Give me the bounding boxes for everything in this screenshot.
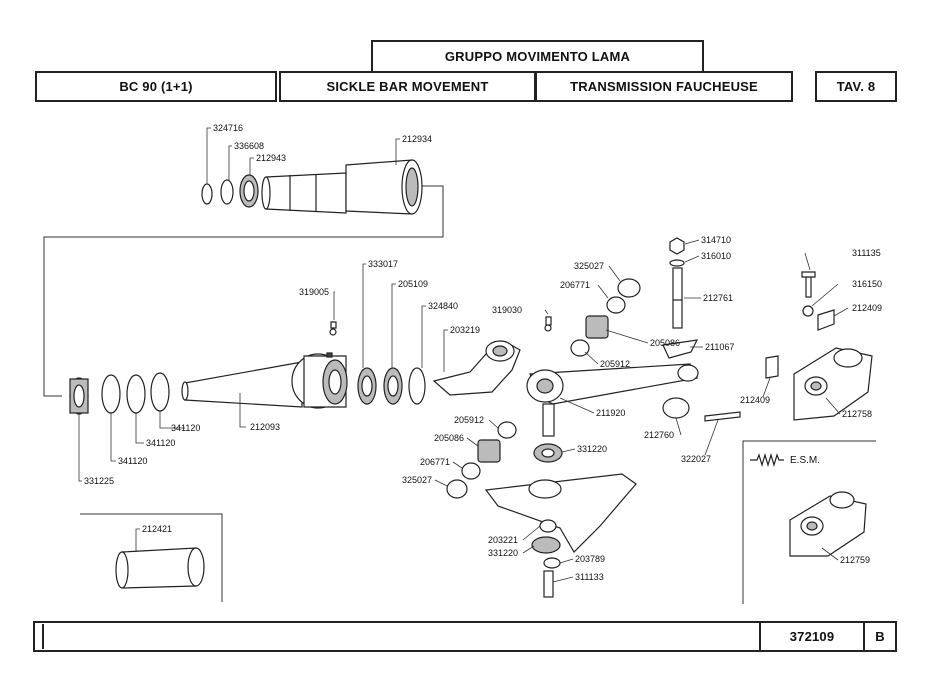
part-label: 212758 xyxy=(842,409,873,419)
part-label: 336608 xyxy=(234,141,265,151)
part-label: 212761 xyxy=(703,293,734,303)
inset-frame-bottom-right xyxy=(742,440,876,604)
part-label: 314710 xyxy=(701,235,732,245)
part-label: 331220 xyxy=(577,444,608,454)
footer-revision-box: B xyxy=(863,621,897,652)
group-title: GRUPPO MOVIMENTO LAMA xyxy=(444,49,631,64)
part-label: 212093 xyxy=(250,422,281,432)
part-label: 212934 xyxy=(402,134,433,144)
leader-lines xyxy=(78,127,849,583)
part-label: 203221 xyxy=(488,535,519,545)
part-label: 205086 xyxy=(434,433,465,443)
title-fr-box: TRANSMISSION FAUCHEUSE xyxy=(535,71,793,102)
part-label: 319005 xyxy=(299,287,330,297)
esm-inset xyxy=(750,452,867,557)
part-label: 205912 xyxy=(454,415,485,425)
part-label: 341120 xyxy=(171,423,201,433)
inset-frame-bottom-left xyxy=(80,513,223,602)
part-label: 212409 xyxy=(852,303,883,313)
vertical-pin-group xyxy=(662,237,741,422)
part-label: 325027 xyxy=(574,261,605,271)
carriage-group xyxy=(446,421,637,598)
part-label: 203789 xyxy=(575,554,606,564)
part-label: 205109 xyxy=(398,279,429,289)
part-label: 212760 xyxy=(644,430,675,440)
part-label: 211920 xyxy=(596,408,626,418)
top-shaft-group xyxy=(201,159,423,215)
part-label: 316150 xyxy=(852,279,883,289)
part-label: 212943 xyxy=(256,153,287,163)
part-label: 319030 xyxy=(492,305,523,315)
model-label: BC 90 (1+1) xyxy=(119,79,193,94)
part-label: 206771 xyxy=(420,457,451,467)
part-label: 311133 xyxy=(575,572,604,582)
part-label: 211067 xyxy=(705,342,735,352)
part-label: 212759 xyxy=(840,555,871,565)
inset-bushing xyxy=(115,547,205,589)
part-label: 333017 xyxy=(368,259,399,269)
table-number: TAV. 8 xyxy=(836,79,876,94)
part-label: 325027 xyxy=(402,475,433,485)
footer-revision: B xyxy=(875,629,885,644)
connector-frame xyxy=(43,185,444,397)
part-label: 212409 xyxy=(740,395,771,405)
title-fr: TRANSMISSION FAUCHEUSE xyxy=(570,79,758,94)
part-label: 206771 xyxy=(560,280,591,290)
part-label: 205086 xyxy=(650,338,681,348)
part-label: 316010 xyxy=(701,251,732,261)
part-label: 203219 xyxy=(450,325,481,335)
footer-left-mark xyxy=(37,624,44,649)
part-label: 331220 xyxy=(488,548,519,558)
part-label: 212421 xyxy=(142,524,173,534)
part-label: 322027 xyxy=(681,454,712,464)
main-shaft-group xyxy=(69,321,426,415)
model-box: BC 90 (1+1) xyxy=(35,71,277,102)
title-en: SICKLE BAR MOVEMENT xyxy=(326,79,489,94)
part-label: 324716 xyxy=(213,123,244,133)
part-label: 324840 xyxy=(428,301,459,311)
part-label: 205912 xyxy=(600,359,631,369)
rocker-arm-group xyxy=(432,278,699,437)
esm-label: E.S.M. xyxy=(790,455,821,466)
table-number-box: TAV. 8 xyxy=(815,71,897,102)
part-label: 331225 xyxy=(84,476,115,486)
part-label: 341120 xyxy=(146,438,176,448)
footer-code: 372109 xyxy=(789,629,835,644)
part-label: 341120 xyxy=(118,456,148,466)
part-label: 311135 xyxy=(852,248,881,258)
right-bracket-group xyxy=(765,271,873,421)
